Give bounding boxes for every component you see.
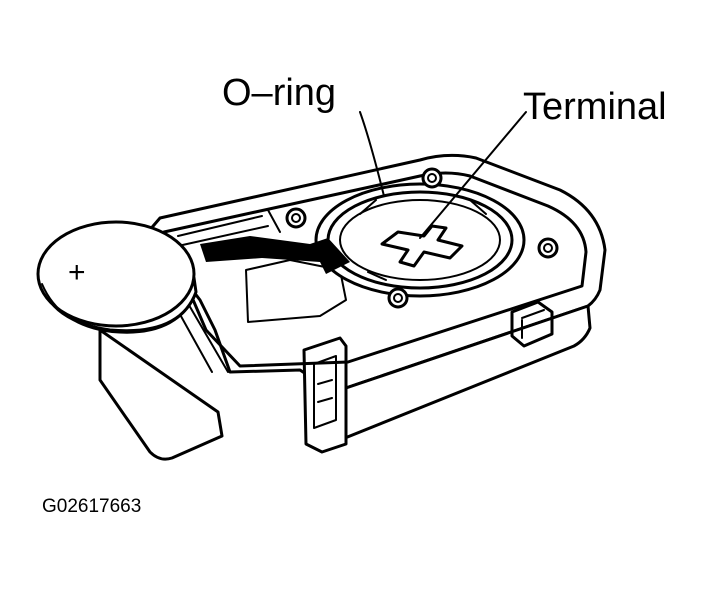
battery-polarity-label: + [68,256,86,289]
screw-heads [285,167,559,309]
terminal-label: Terminal [523,86,667,128]
insertion-arrow [200,236,350,274]
terminal-leader-line [419,111,527,239]
terminal-contact [380,224,464,268]
oring-label: O–ring [222,72,337,114]
figure-code: G02617663 [42,496,142,517]
coin-cell-battery [36,220,198,334]
oring-leader-line [359,111,385,197]
leader-lines [359,111,527,239]
